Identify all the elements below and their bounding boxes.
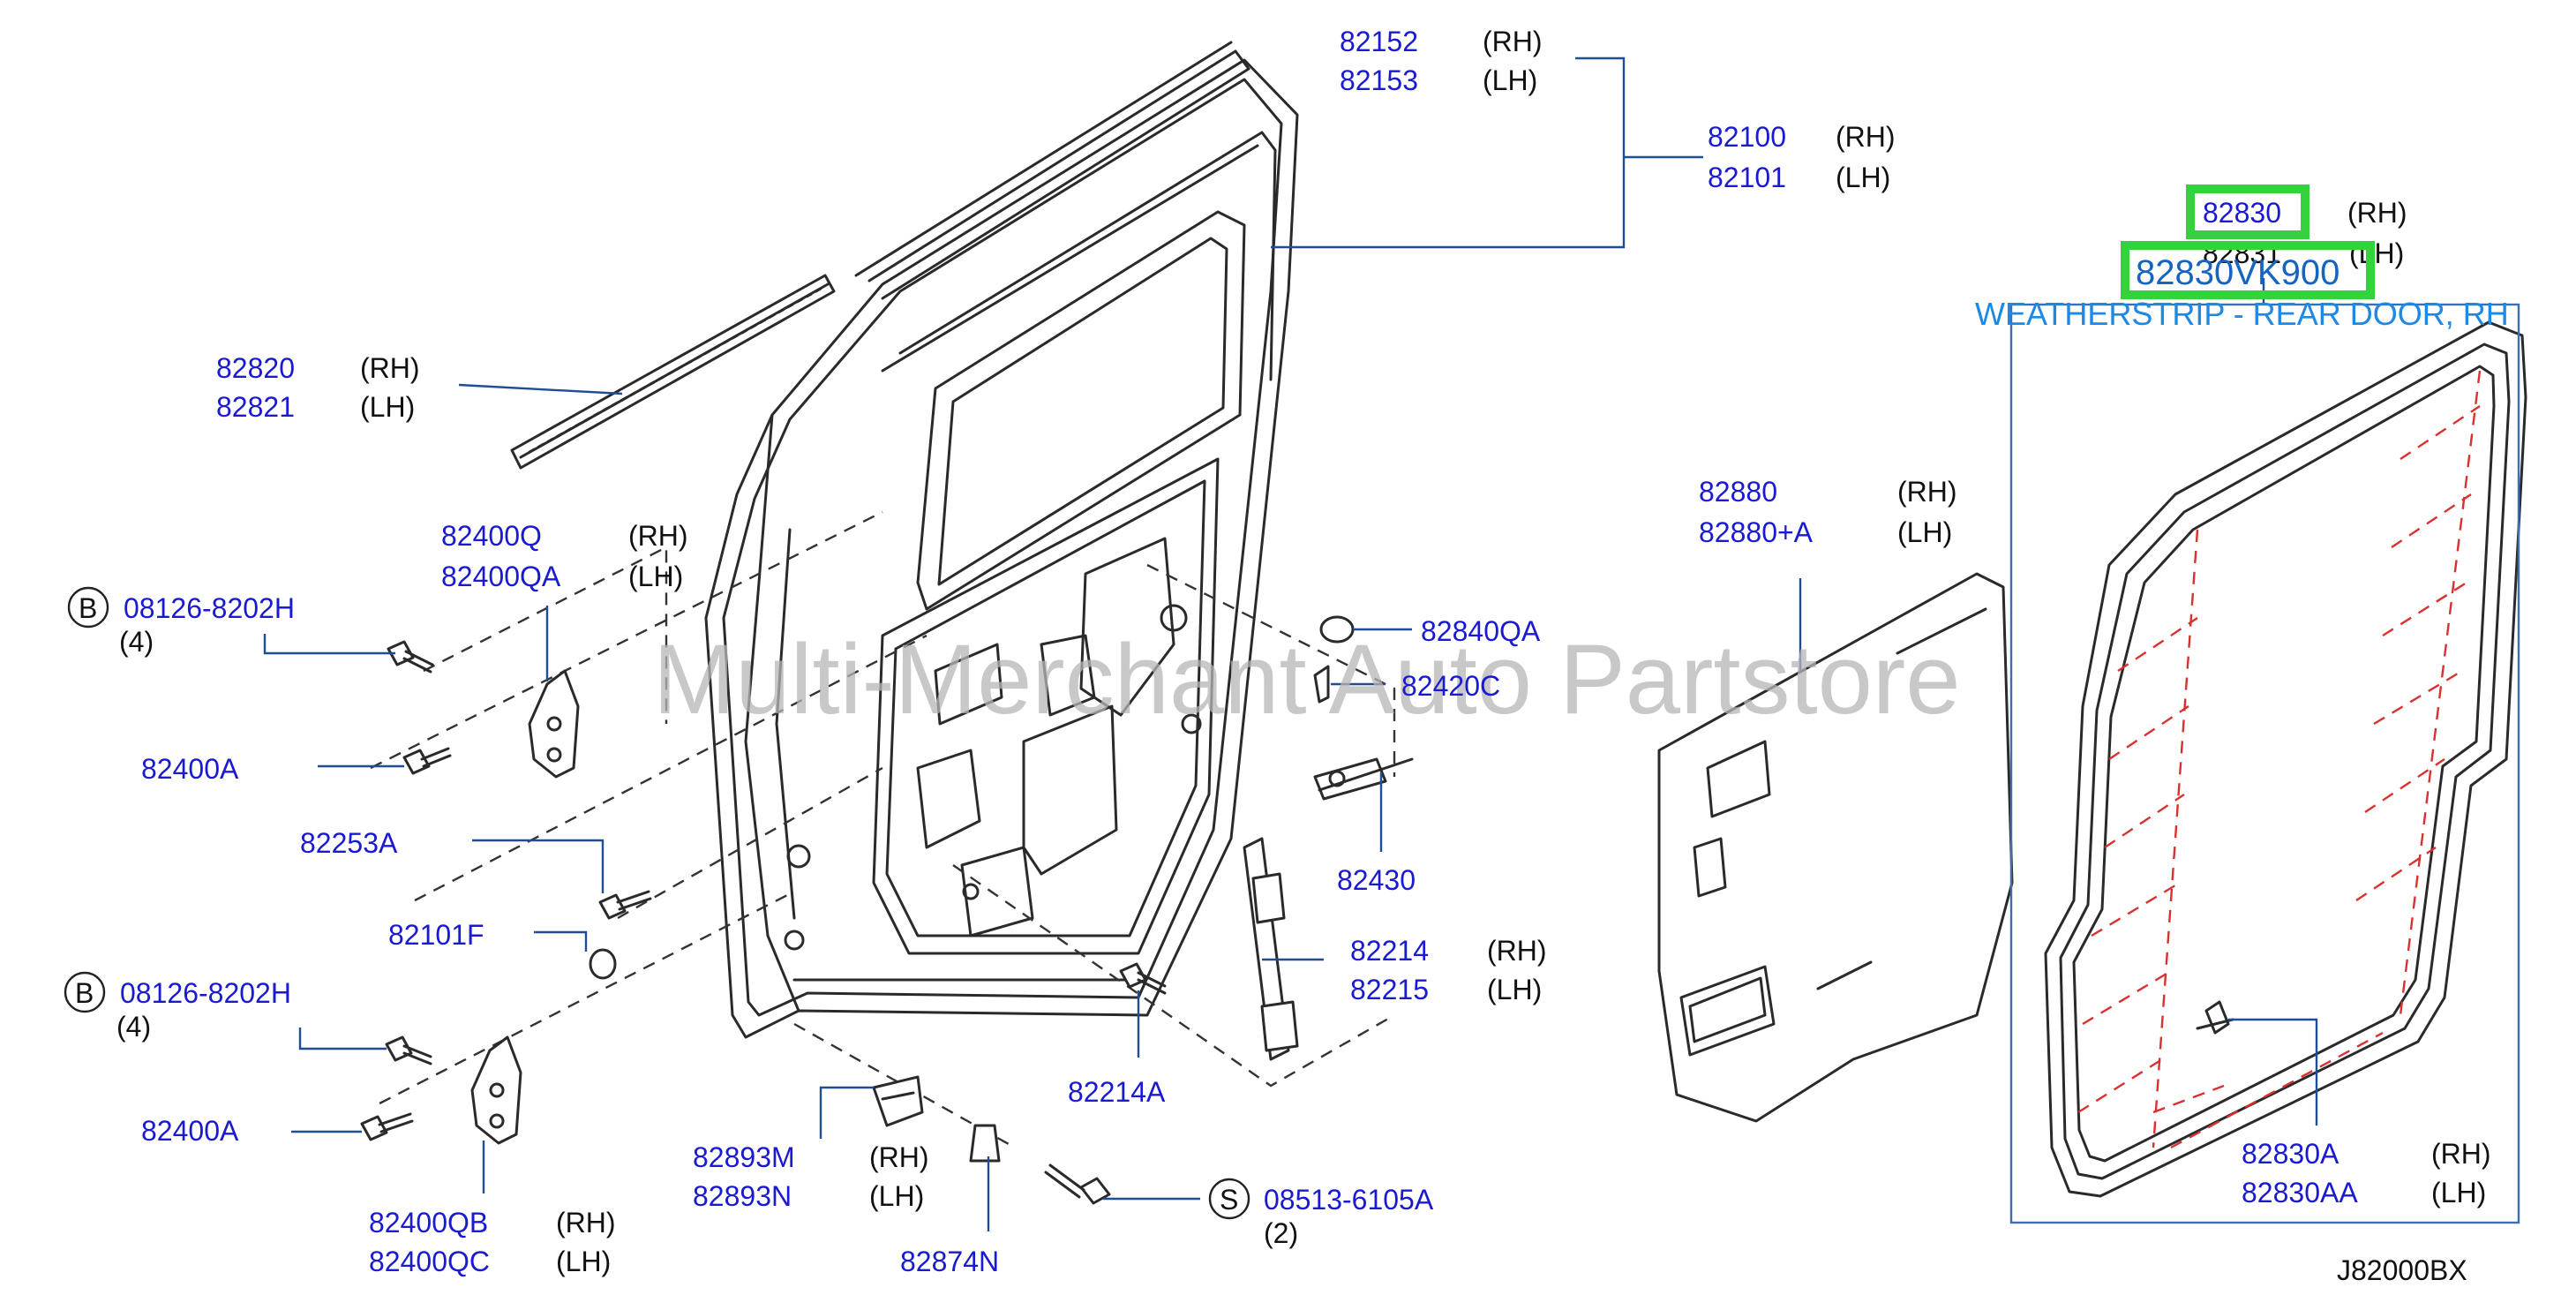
part-label-08126-8202H[interactable]: 08126-8202H [124,592,295,624]
side-label: (LH) [1483,64,1537,96]
part-label-82253A[interactable]: 82253A [300,827,398,859]
part-label-82400A[interactable]: 82400A [141,753,239,785]
part-label-82153[interactable]: 82153 [1340,64,1418,96]
quantity-label: (2) [1264,1217,1298,1249]
diagram-reference: J82000BX [2337,1254,2467,1286]
side-label: (RH) [1487,935,1547,967]
lower-bracket-drawing [872,1075,924,1127]
side-label: (RH) [1483,26,1543,57]
side-label: (RH) [2347,197,2407,229]
door-shell-drawing [704,41,1299,1039]
part-label-82830[interactable]: 82830 [2203,197,2281,229]
side-label: (RH) [628,520,688,552]
assembly-dash-lines [370,510,1396,1149]
quantity-label: (4) [116,1011,151,1043]
part-label-82820[interactable]: 82820 [216,352,295,384]
selected-part-highlight [2121,241,2375,299]
part-label-82100[interactable]: 82100 [1708,121,1786,153]
callout-s-circle [1208,1178,1250,1220]
leader-lines [263,56,2318,1231]
part-label-82830A[interactable]: 82830A [2242,1138,2339,1170]
part-label-82400QB[interactable]: 82400QB [369,1207,488,1238]
upper-hinge-drawing [528,669,580,779]
part-label-08513-6105A[interactable]: 08513-6105A [1264,1184,1434,1216]
part-label-82400QA[interactable]: 82400QA [441,561,561,592]
callout-b: B [79,592,97,624]
side-label: (LH) [2431,1177,2486,1208]
side-label: (RH) [556,1207,616,1238]
part-label-82214[interactable]: 82214 [1350,935,1429,967]
weatherstrip-group-box [2009,303,2520,1224]
watermark: Multi-Merchant Auto Partstore [653,624,1960,734]
part-label-82101F[interactable]: 82101F [388,919,484,951]
selected-part-description: WEATHERSTRIP - REAR DOOR, RH [1975,296,2509,332]
part-label-82821[interactable]: 82821 [216,391,295,423]
part-label-82893M[interactable]: 82893M [693,1141,795,1173]
part-label-82152[interactable]: 82152 [1340,26,1418,57]
part-label-82214A[interactable]: 82214A [1068,1076,1166,1108]
part-label-08126-8202H[interactable]: 08126-8202H [120,977,291,1009]
part-label-82893N[interactable]: 82893N [693,1180,792,1212]
selected-part-highlight [2186,184,2309,239]
side-label: (LH) [1487,974,1542,1005]
side-label: (RH) [360,352,420,384]
side-label: (LH) [869,1180,924,1212]
side-label: (RH) [2431,1138,2491,1170]
part-labels: 82152 (RH) 82153 (LH) 82100 (RH) 82101 (… [64,26,2509,1286]
part-label-82880[interactable]: 82880 [1699,476,1777,508]
glass-guide-drawing [1243,837,1299,1061]
callout-b-circle [67,586,109,629]
side-label: (LH) [1836,162,1890,193]
part-label-82400QC[interactable]: 82400QC [369,1246,490,1277]
part-label-82430[interactable]: 82430 [1337,864,1416,896]
side-label: (LH) [556,1246,611,1277]
side-label: (LH) [360,391,415,423]
side-label: (LH) [1897,516,1952,548]
weatherstrip-drawing [2044,320,2527,1198]
part-label-82400Q[interactable]: 82400Q [441,520,542,552]
side-label: (LH) [628,561,683,592]
part-label-82880A[interactable]: 82880+A [1699,516,1814,548]
selected-part-number[interactable]: 82830VK900 [2136,253,2339,292]
part-label-82400A[interactable]: 82400A [141,1115,239,1147]
part-label-82840QA[interactable]: 82840QA [1421,615,1541,647]
side-label: (RH) [1836,121,1896,153]
bolt-drawings [360,640,1167,1205]
lower-hinge-drawing [470,1035,522,1145]
beltline-moulding-drawing [510,274,836,470]
callout-b: B [75,977,94,1009]
part-label-82215[interactable]: 82215 [1350,974,1429,1005]
callout-s: S [1220,1184,1238,1216]
part-label-82420C[interactable]: 82420C [1401,670,1500,702]
side-label: (RH) [1897,476,1957,508]
door-trim-drawing [1657,572,2014,1123]
part-label-82874N[interactable]: 82874N [900,1246,999,1277]
side-label: (RH) [869,1141,929,1173]
callout-b-circle [64,971,106,1013]
part-label-82830AA[interactable]: 82830AA [2242,1177,2358,1208]
part-label-82101[interactable]: 82101 [1708,162,1786,193]
quantity-label: (4) [119,626,154,658]
